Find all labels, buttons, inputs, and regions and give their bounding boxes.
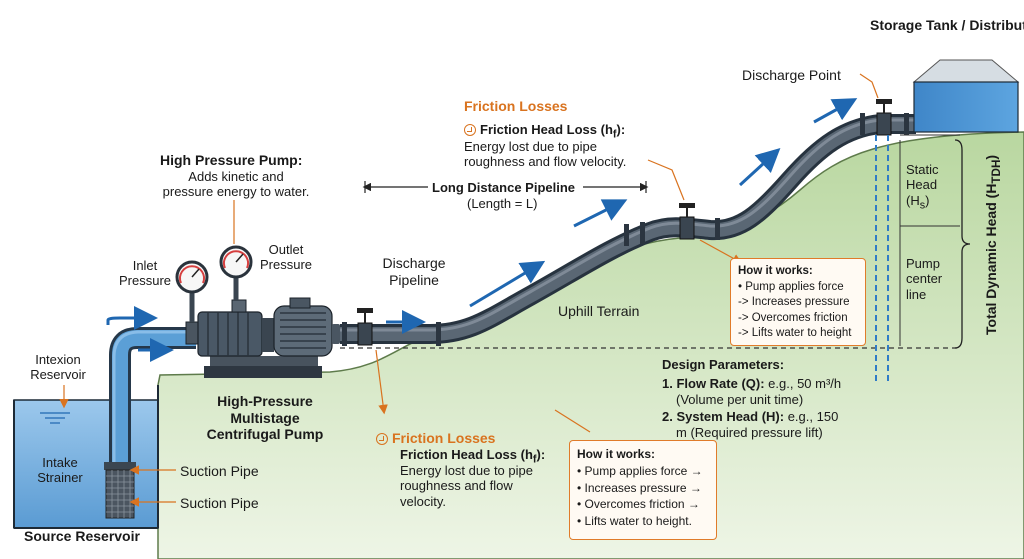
how-it-works-bottom-line: • Pump applies force → [577,463,703,478]
intake-reservoir-label: Intexion Reservoir [30,352,86,383]
suction-pipe-label-2: Suction Pipe [180,495,259,511]
flow-arrow-icon [573,199,628,228]
how-it-works-bottom-title: How it works: [577,447,656,461]
design-param-system-head-note: m (Required pressure lift) [676,425,823,440]
friction-head-loss-bottom: Friction Head Loss (hf): [400,447,546,466]
flow-arrow-icon [738,147,781,187]
pump-name-label: High-Pressure Multistage Centrifugal Pum… [206,393,324,443]
motor-icon [262,297,340,357]
friction-loss-icon [464,124,476,136]
storage-tank-label: Storage Tank / Distribution Point [870,17,1024,33]
how-it-works-bottom-line: • Lifts water to height. [577,514,692,529]
friction-losses-bottom-title: Friction Losses [376,430,495,447]
pump-center-line-label: Pump center line [906,256,943,302]
flange-icon [715,218,720,240]
flow-arrow-icon [469,260,546,308]
inlet-pressure-label: Inlet Pressure [118,258,172,289]
friction-desc-bottom: Energy lost due to pipe roughness and fl… [400,463,533,509]
flange-icon [904,113,909,135]
how-it-works-bottom-line: • Increases pressure → [577,480,702,495]
valve-icon [357,308,373,346]
how-it-works-right-title: How it works: [738,265,813,277]
how-it-works-right-line: -> Overcomes friction [738,311,848,324]
how-it-works-right-line: -> Increases pressure [738,296,850,309]
source-reservoir-label: Source Reservoir [24,528,140,544]
flange-icon [624,224,629,246]
multistage-pump-icon [185,299,263,357]
valve-icon [679,203,695,240]
high-pressure-pump-title: High Pressure Pump: [160,152,303,168]
flange-icon [640,222,645,244]
pump-base [204,366,322,378]
outlet-pressure-gauge-icon [219,245,253,300]
discharge-point-label: Discharge Point [742,67,841,83]
how-it-works-right-line: -> Lifts water to height [738,327,852,340]
how-it-works-bottom-line: • Overcomes friction → [577,497,700,512]
flow-arrow-icon [813,98,858,124]
friction-head-loss-top: Friction Head Loss (hf): [464,122,625,141]
flange-icon [342,322,347,346]
design-param-system-head: 2. System Head (H): e.g., 150 [662,409,839,424]
suction-pipe-label-1: Suction Pipe [180,463,259,479]
design-param-flow-rate: 1. Flow Rate (Q): e.g., 50 m³/h [662,376,842,391]
long-distance-pipeline-label: Long Distance Pipeline [432,180,576,195]
design-param-flow-rate-note: (Volume per unit time) [676,392,804,407]
intake-strainer-icon [104,462,136,519]
how-it-works-right: How it works: • Pump applies force -> In… [730,258,866,346]
how-it-works-bottom: How it works: • Pump applies force → • I… [569,440,717,540]
how-it-works-right-line: • Pump applies force [738,280,844,293]
total-dynamic-head-label: Total Dynamic Head (HTDH) [983,155,1003,335]
pipeline-length-label: (Length = L) [467,196,538,211]
uphill-terrain-label: Uphill Terrain [558,303,640,319]
valve-icon [876,99,892,136]
static-head-label: Static Head (Hs) [906,162,939,212]
intake-strainer-label: Intake Strainer [37,455,83,486]
total-dynamic-head-bracket [954,139,971,349]
friction-losses-top-title: Friction Losses [464,98,568,114]
tank-icon [912,59,1020,133]
design-parameters-title: Design Parameters: [662,357,785,372]
discharge-pipeline-label: Discharge Pipeline [382,255,446,288]
friction-desc-top: Energy lost due to pipe roughness and fl… [464,139,627,170]
high-pressure-pump-desc: Adds kinetic and pressure energy to wate… [162,169,310,200]
friction-loss-icon [376,433,388,445]
outlet-pressure-label: Outlet Pressure [259,242,313,273]
water-level-icon [40,412,70,424]
flange-icon [860,113,865,135]
flange-icon [436,322,441,346]
flow-arrow-icon [106,306,158,330]
inlet-pressure-gauge-icon [175,260,209,322]
